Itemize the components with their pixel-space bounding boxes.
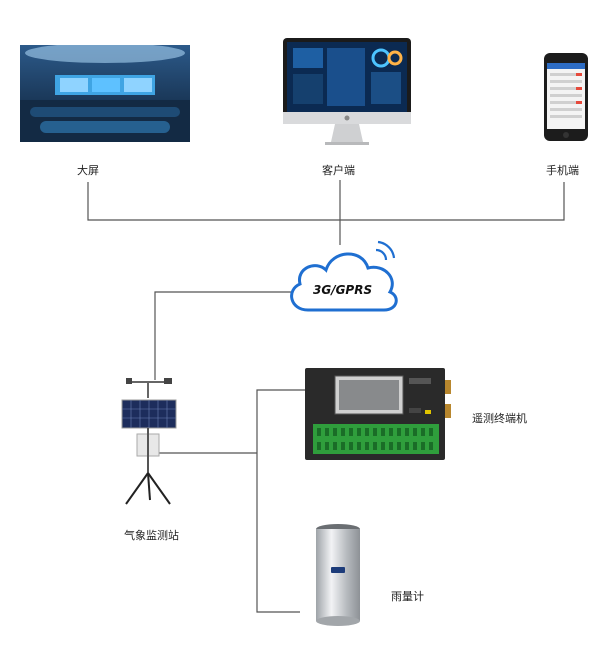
network-cloud-icon [280,238,405,318]
rain-gauge-label: 雨量计 [391,590,424,603]
rtu-label: 遥测终端机 [472,412,527,425]
client-image [283,38,411,146]
rain-gauge-image [313,523,363,627]
weather-station-label: 气象监测站 [124,529,179,542]
big-screen-label: 大屏 [77,164,99,177]
client-label: 客户端 [322,164,355,177]
field-bus [256,389,305,613]
mobile-image [544,53,588,141]
mobile-label: 手机端 [546,164,579,177]
big-screen-link [87,182,565,221]
weather-station-image [112,378,184,508]
network-label: 3G/GPRS [313,283,373,297]
station-uplink [154,291,300,380]
big-screen-image [20,43,190,142]
rtu-image [305,368,455,460]
